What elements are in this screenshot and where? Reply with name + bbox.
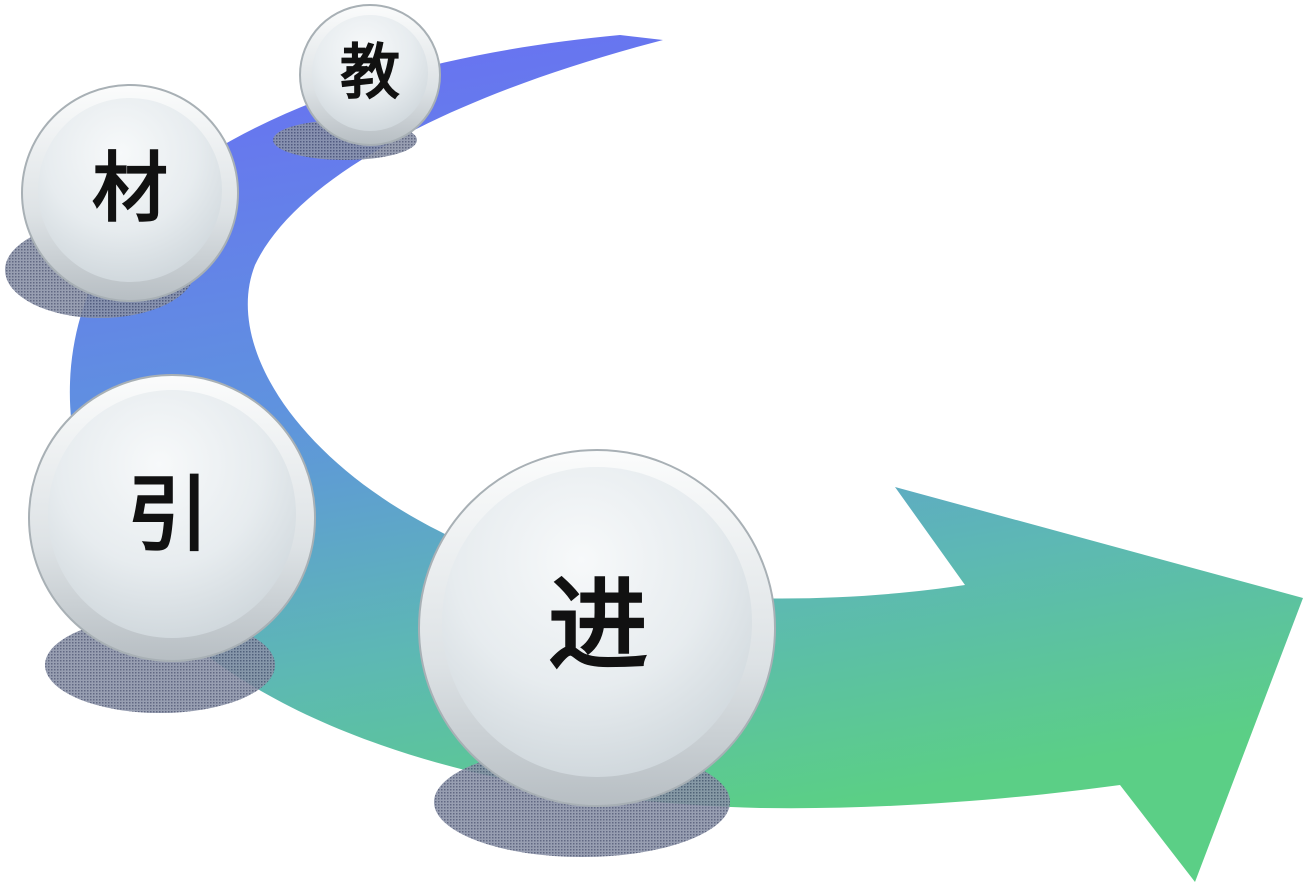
bubble-jin: 进: [418, 449, 776, 857]
bubble-label-yin: 引: [127, 467, 209, 563]
bubble-label-jin: 进: [548, 566, 648, 684]
bubble-jiao: 教: [273, 4, 441, 160]
bubble-yin: 引: [28, 374, 316, 713]
bubble-label-cai: 材: [92, 144, 168, 233]
bubble-cai: 材: [5, 84, 239, 318]
curved-arrow: [69, 35, 1303, 882]
bubble-label-jiao: 教: [340, 38, 400, 108]
